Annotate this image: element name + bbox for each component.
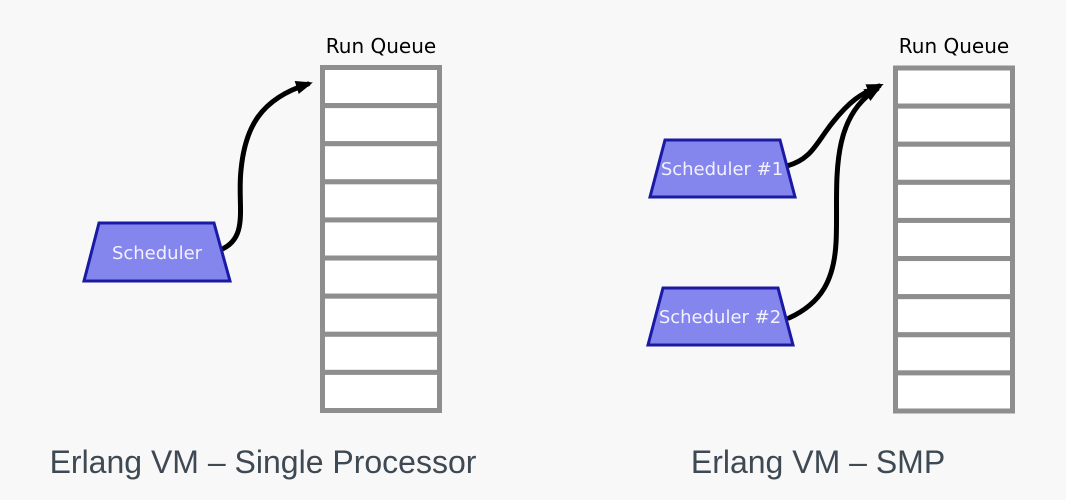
scheduler2-shape: [646, 286, 795, 347]
run-queue-cell: [893, 256, 1015, 300]
run-queue-cell: [320, 141, 442, 185]
scheduler1-label: Scheduler #1: [661, 159, 783, 180]
run-queue: [320, 65, 442, 413]
run-queue-title: Run Queue: [899, 34, 1009, 58]
scheduler-node: Scheduler: [82, 221, 232, 283]
diagram-caption-smp: Erlang VM – SMP: [691, 444, 945, 480]
scheduler2-label: Scheduler #2: [659, 307, 781, 328]
run-queue-cell: [893, 65, 1015, 109]
run-queue-cell: [320, 65, 442, 109]
panel-smp: Run Queue Scheduler #1 Scheduler #2 Erla…: [646, 34, 1015, 480]
run-queue-cell: [320, 103, 442, 147]
run-queue-cell: [893, 332, 1015, 376]
scheduler1-shape: [648, 138, 797, 199]
run-queue-cell: [893, 294, 1015, 338]
run-queue-cell: [320, 179, 442, 223]
run-queue-cell: [893, 103, 1015, 147]
run-queue-cell: [320, 293, 442, 337]
arrow-scheduler-to-queue: [217, 81, 313, 253]
arrow-scheduler2-to-queue: [786, 86, 882, 321]
scheduler-shape: [82, 221, 232, 283]
run-queue-cell: [893, 370, 1015, 414]
scheduler-node: Scheduler #1: [648, 138, 797, 199]
arrow-scheduler1-to-queue: [784, 83, 884, 169]
scheduler-node: Scheduler #2: [646, 286, 795, 347]
run-queue-cell: [893, 141, 1015, 185]
run-queue-cell: [320, 255, 442, 299]
run-queue-cell: [320, 217, 442, 261]
panel-single-processor: Run Queue Scheduler Erlang VM – Single P…: [50, 34, 477, 480]
diagram-caption-single: Erlang VM – Single Processor: [50, 444, 477, 480]
scheduler-label: Scheduler: [112, 243, 203, 264]
run-queue-cell: [320, 369, 442, 413]
run-queue-cell: [893, 217, 1015, 262]
run-queue-cell: [320, 331, 442, 375]
run-queue-title: Run Queue: [326, 34, 436, 58]
run-queue: [893, 65, 1015, 414]
run-queue-cell: [893, 179, 1015, 223]
